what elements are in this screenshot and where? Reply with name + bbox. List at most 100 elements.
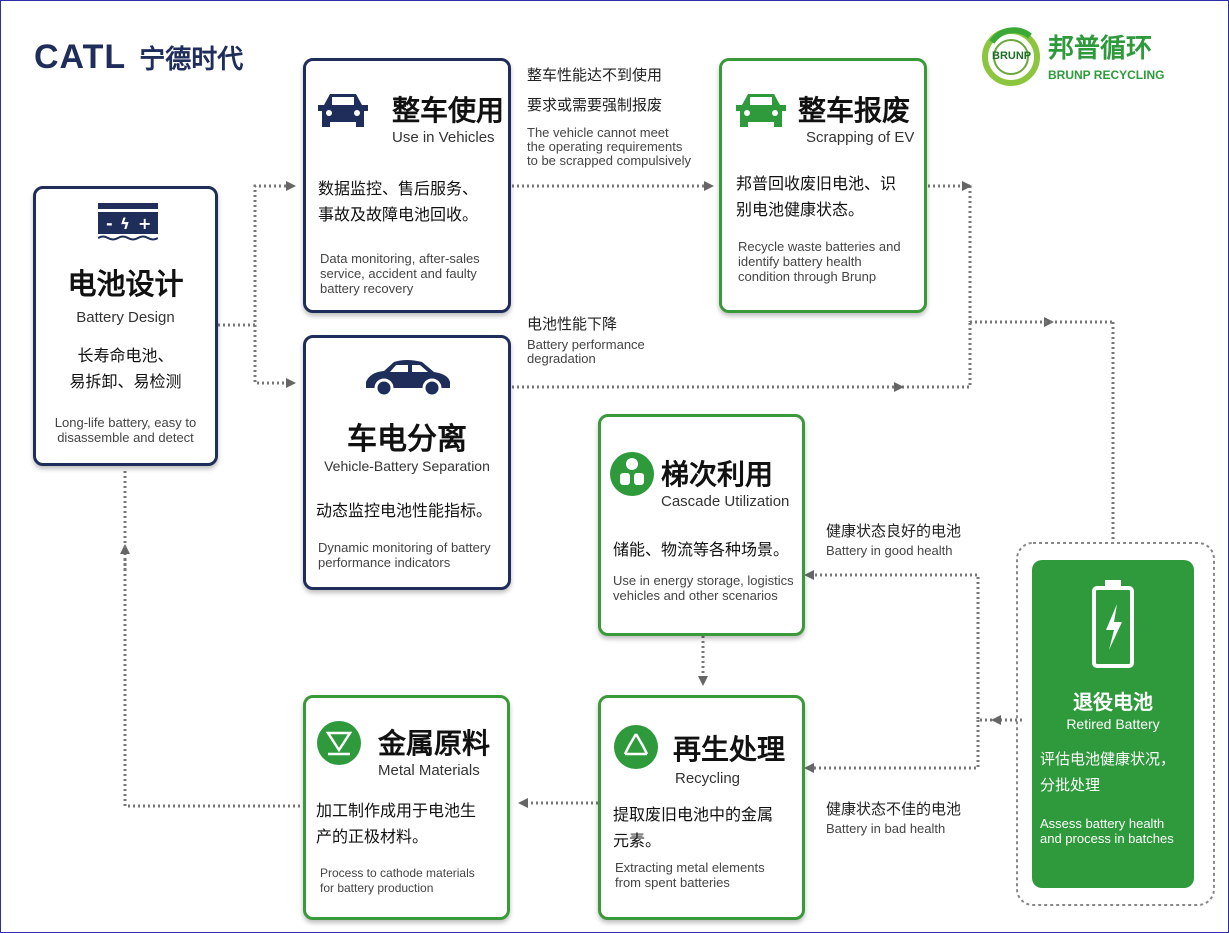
retired-body-zh: 评估电池健康状况， 分批处理 [1040, 746, 1175, 798]
battery-design-body-en: Long-life battery, easy to disassemble a… [36, 415, 215, 445]
battery-design-card: - ϟ + 电池设计 Battery Design 长寿命电池、 易拆卸、易检测… [33, 186, 218, 466]
scrap-reason-zh-line: 整车性能达不到使用 [527, 66, 663, 84]
brunp-logo: BRUNP 邦普循环 BRUNP RECYCLING [980, 22, 1180, 94]
use-in-vehicles-body-en: Data monitoring, after-sales service, ac… [320, 251, 480, 296]
metal-body-zh-line: 加工制作成用于电池生 [316, 801, 477, 820]
separation-body-en-line: performance indicators [318, 555, 451, 570]
good-health-label: 健康状态良好的电池 Battery in good health [826, 518, 961, 558]
metal-body-en-line: for battery production [320, 881, 434, 895]
metal-body-en-line: Process to cathode materials [320, 866, 475, 880]
retired-body-en: Assess battery health and process in bat… [1040, 816, 1174, 846]
cascade-icon [610, 452, 654, 496]
use-in-vehicles-card: 整车使用 Use in Vehicles 数据监控、售后服务、 事故及故障电池回… [303, 58, 511, 313]
battery-design-body-zh-line: 易拆卸、易检测 [69, 372, 182, 391]
separation-title: 车电分离 [347, 422, 467, 457]
bad-health-en: Battery in bad health [826, 821, 946, 836]
battery-design-title: 电池设计 [67, 267, 184, 301]
battery-design-body-zh-line: 长寿命电池、 [77, 346, 174, 365]
catl-logo: CATL 宁德时代 [34, 38, 243, 77]
use-in-vehicles-subtitle: Use in Vehicles [392, 129, 495, 146]
brunp-emblem-icon [982, 27, 1040, 86]
recycling-body-en: Extracting metal elements from spent bat… [615, 860, 765, 890]
scrap-reason-en-line: The vehicle cannot meet [527, 125, 669, 140]
cascade-body-en-line: vehicles and other scenarios [613, 588, 778, 603]
degradation-en-line: Battery performance [527, 337, 645, 352]
battery-design-body-en-line: Long-life battery, easy to [54, 415, 197, 430]
arrow-retired-to-recycling [804, 720, 980, 773]
brunp-chinese-name: 邦普循环 [1048, 34, 1153, 64]
svg-text:ϟ: ϟ [120, 215, 130, 233]
recycling-title: 再生处理 [673, 733, 786, 766]
scrapping-body-en-line: condition through Brunp [738, 269, 877, 284]
separation-body-zh: 动态监控电池性能指标。 [316, 501, 493, 520]
retired-body-en-line: and process in batches [1040, 831, 1174, 846]
scrapping-body-zh-line: 邦普回收废旧电池、识 [736, 174, 897, 193]
retired-subtitle: Retired Battery [1066, 716, 1160, 732]
scrapping-body-en-line: identify battery health [738, 254, 862, 269]
degradation-label: 电池性能下降 Battery performance degradation [527, 310, 645, 366]
line-metal-to-design [123, 558, 305, 808]
car-side-icon [366, 360, 450, 398]
scrapping-body-en: Recycle waste batteries and identify bat… [738, 239, 901, 284]
metal-card: 金属原料 Metal Materials 加工制作成用于电池生 产的正极材料。 … [303, 695, 510, 920]
retired-title: 退役电池 [1073, 690, 1153, 714]
battery-bolt-icon [1092, 580, 1134, 668]
brunp-english-name: BRUNP RECYCLING [1048, 68, 1165, 82]
catl-chinese-name: 宁德时代 [139, 45, 244, 75]
metal-body-en: Process to cathode materials for battery… [320, 866, 475, 896]
car-front-icon [736, 94, 786, 127]
cascade-card: 梯次利用 Cascade Utilization 储能、物流等各种场景。 Use… [598, 414, 805, 636]
good-health-en: Battery in good health [826, 543, 953, 558]
svg-text:-: - [106, 214, 113, 233]
use-body-en-line: Data monitoring, after-sales [320, 251, 480, 266]
use-body-zh-line: 数据监控、售后服务、 [318, 179, 479, 198]
recycle-icon [614, 725, 658, 769]
metal-title: 金属原料 [378, 727, 491, 760]
bad-health-label: 健康状态不佳的电池 Battery in bad health [826, 796, 961, 836]
recycling-body-zh-line: 元素。 [613, 831, 662, 850]
recycling-subtitle: Recycling [675, 770, 741, 787]
good-health-zh: 健康状态良好的电池 [826, 522, 962, 540]
degradation-zh: 电池性能下降 [527, 315, 618, 333]
metal-body-zh-line: 产的正极材料。 [316, 827, 429, 846]
battery-design-subtitle: Battery Design [76, 309, 175, 326]
retired-body-zh-line: 分批处理 [1040, 776, 1101, 794]
car-front-icon [318, 94, 368, 127]
use-body-en-line: battery recovery [320, 281, 414, 296]
separation-card: 车电分离 Vehicle-Battery Separation 动态监控电池性能… [303, 335, 511, 590]
scrapping-body-zh: 邦普回收废旧电池、识 别电池健康状态。 [736, 171, 896, 223]
funnel-icon [317, 721, 361, 765]
retired-battery-card: 退役电池 Retired Battery 评估电池健康状况， 分批处理 Asse… [1032, 560, 1194, 888]
recycling-body-en-line: Extracting metal elements [615, 860, 765, 875]
brunp-badge-text: BRUNP [992, 50, 1032, 62]
retired-body-en-line: Assess battery health [1040, 816, 1165, 831]
retired-body-zh-line: 评估电池健康状况， [1040, 750, 1176, 768]
battery-symbol-icon: - ϟ + [98, 203, 158, 241]
scrapping-body-zh-line: 别电池健康状态。 [736, 200, 865, 219]
metal-body-zh: 加工制作成用于电池生 产的正极材料。 [316, 798, 476, 850]
scrapping-subtitle: Scrapping of EV [806, 129, 915, 146]
metal-subtitle: Metal Materials [378, 762, 480, 779]
cascade-subtitle: Cascade Utilization [661, 493, 790, 510]
cascade-body-zh: 储能、物流等各种场景。 [613, 540, 790, 559]
cascade-body-en: Use in energy storage, logistics vehicle… [613, 573, 794, 603]
scrapping-title: 整车报废 [798, 94, 911, 127]
scrap-reason-zh-line: 要求或需要强制报废 [527, 96, 663, 114]
use-in-vehicles-body-zh: 数据监控、售后服务、 事故及故障电池回收。 [318, 176, 478, 228]
recycling-body-en-line: from spent batteries [615, 875, 730, 890]
catl-wordmark: CATL [34, 38, 127, 76]
scrap-reason-en-line: to be scrapped compulsively [527, 153, 692, 168]
battery-design-body-zh: 长寿命电池、 易拆卸、易检测 [36, 343, 215, 395]
recycling-card: 再生处理 Recycling 提取废旧电池中的金属 元素。 Extracting… [598, 695, 805, 920]
recycling-body-zh: 提取废旧电池中的金属 元素。 [613, 802, 773, 854]
battery-design-body-en-line: disassemble and detect [57, 430, 194, 445]
scrap-reason-en-line: the operating requirements [527, 139, 683, 154]
arrow-scrap-to-right [928, 184, 1050, 322]
cascade-title: 梯次利用 [661, 458, 774, 491]
separation-subtitle: Vehicle-Battery Separation [324, 458, 490, 474]
use-in-vehicles-title: 整车使用 [392, 94, 505, 127]
arrow-design-to-separation [253, 325, 296, 388]
arrow-retired-to-cascade [804, 570, 1022, 722]
degradation-en-line: degradation [527, 351, 596, 366]
bad-health-zh: 健康状态不佳的电池 [826, 800, 962, 818]
